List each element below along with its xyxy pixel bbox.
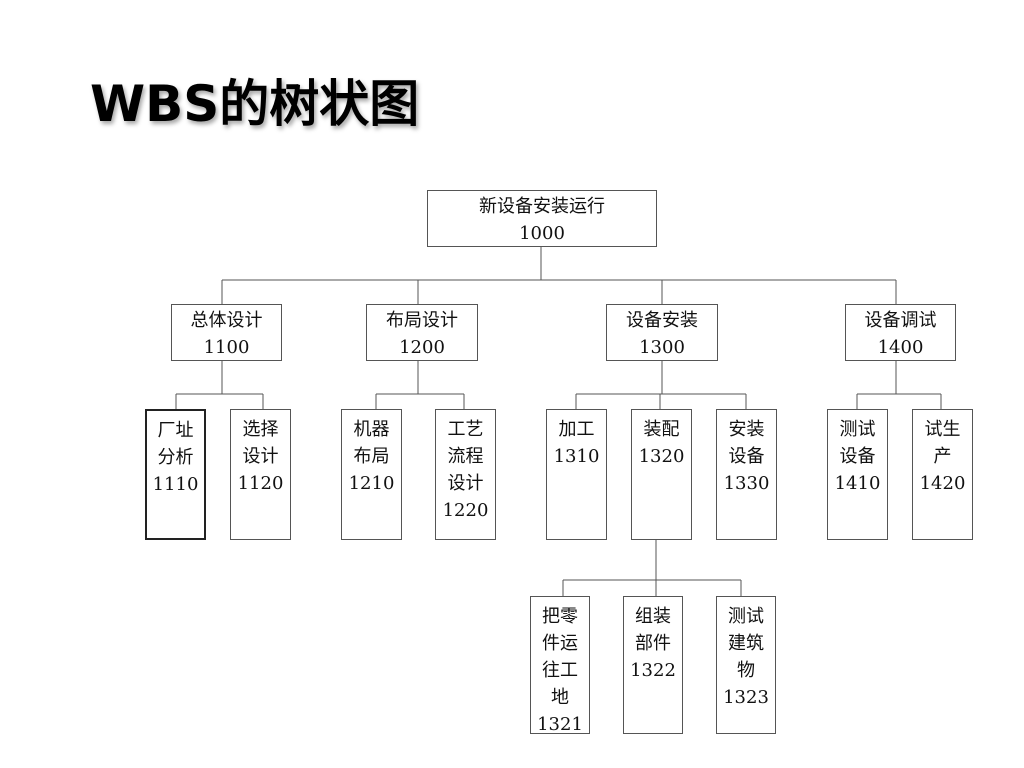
- wbs-node-1400: 设备调试 1400: [845, 304, 956, 361]
- node-code: 1410: [834, 473, 881, 494]
- node-code: 1330: [723, 473, 770, 494]
- node-code: 1400: [877, 337, 924, 358]
- wbs-node-1120: 选择设计 1120: [230, 409, 291, 540]
- node-code: 1310: [553, 446, 600, 467]
- node-code: 1220: [442, 500, 489, 521]
- node-code: 1323: [723, 687, 769, 708]
- node-code: 1000: [519, 223, 565, 244]
- wbs-node-1220: 工艺流程设计 1220: [435, 409, 496, 540]
- wbs-node-1100: 总体设计 1100: [171, 304, 282, 361]
- wbs-node-1330: 安装设备 1330: [716, 409, 777, 540]
- node-label: 选择设计: [242, 419, 279, 467]
- wbs-node-1323: 测试建筑物 1323: [716, 596, 776, 734]
- node-label: 加工: [558, 419, 595, 440]
- node-code: 1322: [630, 660, 676, 681]
- node-code: 1120: [237, 473, 284, 494]
- wbs-node-1320: 装配 1320: [631, 409, 692, 540]
- slide-title: WBS的树状图: [90, 75, 420, 133]
- node-code: 1100: [203, 337, 250, 358]
- node-label: 设备调试: [864, 310, 937, 331]
- wbs-node-1322: 组装部件 1322: [623, 596, 683, 734]
- wbs-node-1110: 厂址分析 1110: [145, 409, 206, 540]
- node-label: 工艺流程设计: [447, 419, 484, 494]
- node-code: 1300: [639, 337, 685, 358]
- node-code: 1110: [152, 474, 199, 495]
- node-code: 1210: [348, 473, 395, 494]
- node-label: 装配: [643, 419, 680, 440]
- node-label: 组装部件: [635, 606, 671, 654]
- wbs-node-1300: 设备安装 1300: [606, 304, 718, 361]
- wbs-node-1000: 新设备安装运行 1000: [427, 190, 657, 247]
- wbs-node-1420: 试生产 1420: [912, 409, 973, 540]
- node-label: 厂址分析: [157, 420, 194, 468]
- node-label: 测试建筑物: [728, 606, 764, 681]
- node-label: 总体设计: [190, 310, 263, 331]
- node-code: 1420: [919, 473, 966, 494]
- node-label: 设备安装: [626, 310, 698, 331]
- wbs-node-1200: 布局设计 1200: [366, 304, 478, 361]
- node-label: 布局设计: [386, 310, 458, 331]
- node-code: 1321: [537, 714, 583, 735]
- wbs-node-1310: 加工 1310: [546, 409, 607, 540]
- wbs-node-1410: 测试设备 1410: [827, 409, 888, 540]
- node-label: 把零件运往工地: [542, 606, 578, 708]
- wbs-node-1210: 机器布局 1210: [341, 409, 402, 540]
- node-code: 1200: [399, 337, 445, 358]
- node-label: 安装设备: [728, 419, 765, 467]
- node-label: 新设备安装运行: [479, 196, 605, 217]
- wbs-node-1321: 把零件运往工地 1321: [530, 596, 590, 735]
- node-label: 机器布局: [353, 419, 390, 467]
- node-label: 试生产: [924, 419, 961, 467]
- node-label: 测试设备: [839, 419, 876, 467]
- node-code: 1320: [638, 446, 685, 467]
